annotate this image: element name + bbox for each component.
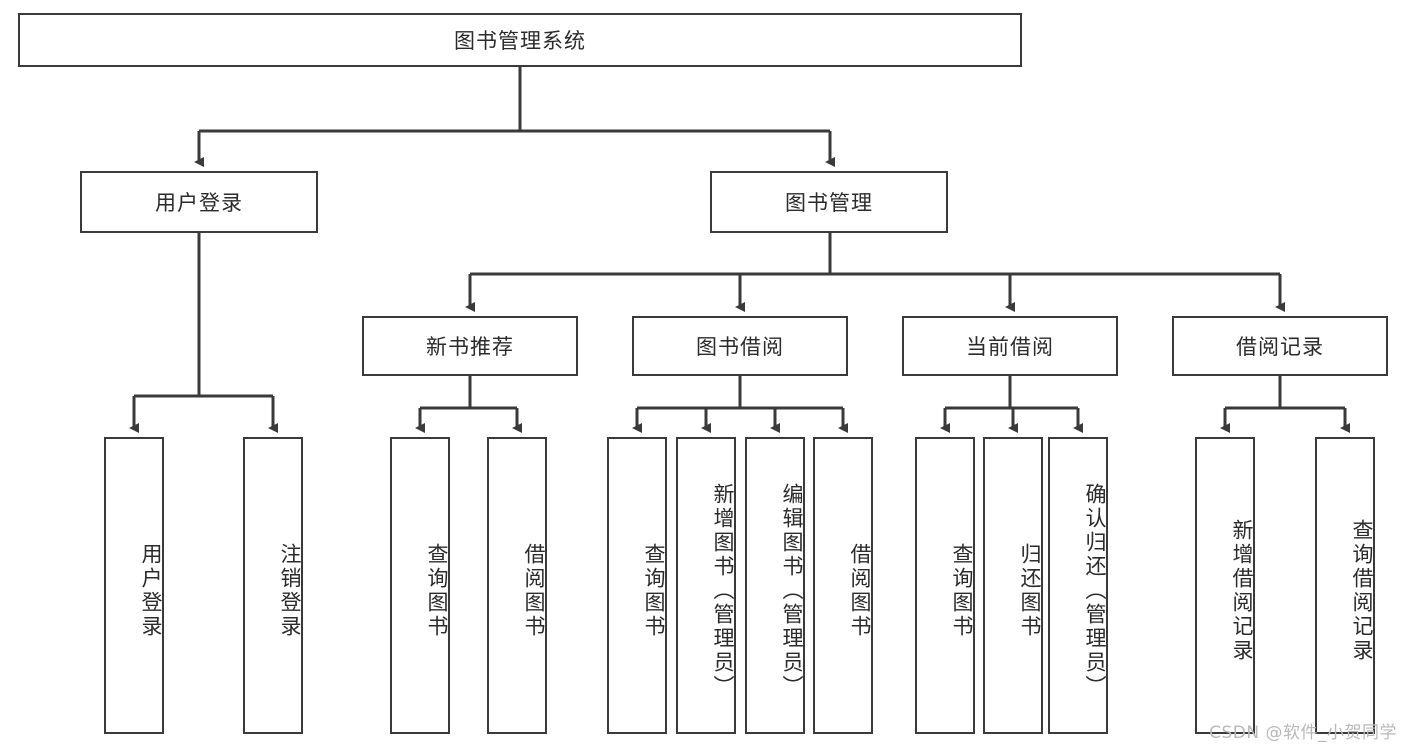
node-leaf-edit-book[interactable]: 编辑图书（管理员） <box>745 437 805 734</box>
node-leaf-user-login-label: 用户登录 <box>139 542 163 639</box>
node-leaf-return-book-label: 归还图书 <box>1018 542 1042 639</box>
node-leaf-query-book-cur-label: 查询图书 <box>950 542 974 639</box>
node-root[interactable]: 图书管理系统 <box>18 13 1022 67</box>
node-leaf-query-book-borrow-label: 查询图书 <box>642 542 666 639</box>
node-leaf-user-logout-label: 注销登录 <box>278 542 302 639</box>
node-book-manage[interactable]: 图书管理 <box>710 171 948 233</box>
node-leaf-edit-book-label: 编辑图书（管理员） <box>780 482 804 699</box>
node-leaf-add-record-label: 新增借阅记录 <box>1230 518 1254 663</box>
node-new-book-rec-label: 新书推荐 <box>426 335 514 359</box>
node-leaf-add-book-label: 新增图书（管理员） <box>711 482 735 699</box>
node-leaf-query-book-cur[interactable]: 查询图书 <box>915 437 975 734</box>
node-leaf-query-book-rec-label: 查询图书 <box>425 542 449 639</box>
node-leaf-add-record[interactable]: 新增借阅记录 <box>1195 437 1255 734</box>
node-leaf-query-book-borrow[interactable]: 查询图书 <box>607 437 667 734</box>
node-user-login[interactable]: 用户登录 <box>80 171 318 233</box>
node-current-borrow[interactable]: 当前借阅 <box>902 316 1118 376</box>
node-leaf-query-record-label: 查询借阅记录 <box>1350 518 1374 663</box>
node-leaf-confirm-return[interactable]: 确认归还（管理员） <box>1048 437 1108 734</box>
node-leaf-borrow-book-rec[interactable]: 借阅图书 <box>487 437 547 734</box>
node-leaf-query-book-rec[interactable]: 查询图书 <box>390 437 450 734</box>
node-leaf-add-book[interactable]: 新增图书（管理员） <box>676 437 736 734</box>
node-book-borrow-label: 图书借阅 <box>696 335 784 359</box>
node-leaf-user-login[interactable]: 用户登录 <box>104 437 164 734</box>
node-borrow-record[interactable]: 借阅记录 <box>1172 316 1388 376</box>
node-user-login-label: 用户登录 <box>155 191 243 215</box>
node-leaf-confirm-return-label: 确认归还（管理员） <box>1083 482 1107 699</box>
node-book-borrow[interactable]: 图书借阅 <box>632 316 848 376</box>
csdn-watermark: CSDN @软件_小贺同学 <box>1209 723 1397 743</box>
node-leaf-borrow-book-rec-label: 借阅图书 <box>522 542 546 639</box>
node-leaf-borrow-book[interactable]: 借阅图书 <box>813 437 873 734</box>
node-leaf-borrow-book-label: 借阅图书 <box>848 542 872 639</box>
node-leaf-user-logout[interactable]: 注销登录 <box>243 437 303 734</box>
node-book-manage-label: 图书管理 <box>785 191 873 215</box>
node-new-book-rec[interactable]: 新书推荐 <box>362 316 578 376</box>
node-current-borrow-label: 当前借阅 <box>966 335 1054 359</box>
node-leaf-query-record[interactable]: 查询借阅记录 <box>1315 437 1375 734</box>
node-leaf-return-book[interactable]: 归还图书 <box>983 437 1043 734</box>
node-borrow-record-label: 借阅记录 <box>1236 335 1324 359</box>
node-root-label: 图书管理系统 <box>454 29 586 53</box>
